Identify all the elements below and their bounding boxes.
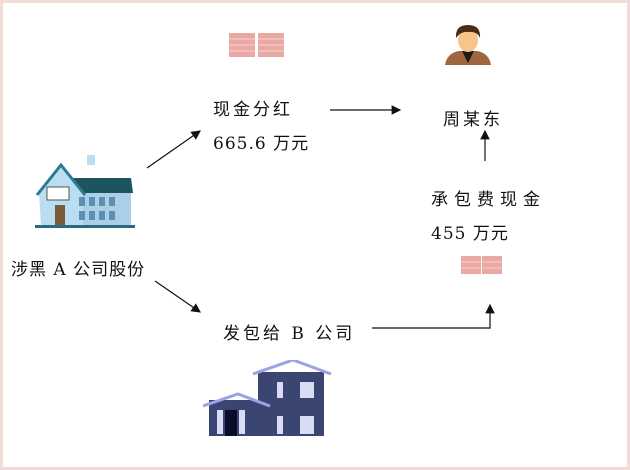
money-icon [461, 256, 502, 274]
dividend-amount: 665.6 万元 [213, 134, 310, 154]
house-icon [35, 155, 135, 228]
company-a-label: 涉黑 A 公司股份 [11, 260, 146, 280]
dividend-label: 现金分红 [213, 100, 293, 120]
arrows [146, 105, 495, 329]
person-icon [445, 25, 491, 65]
fee-label: 承包费现金 [431, 190, 546, 210]
arrow-b-to-fee [372, 303, 495, 329]
arrow-a-to-b [154, 280, 201, 313]
fee-amount: 455 万元 [431, 224, 509, 244]
arrow-a-to-dividend [146, 130, 201, 169]
company-b-label: 发包给 B 公司 [223, 324, 356, 344]
building-icon [203, 360, 332, 436]
money-icon [229, 33, 284, 57]
person-name: 周某东 [443, 110, 503, 130]
